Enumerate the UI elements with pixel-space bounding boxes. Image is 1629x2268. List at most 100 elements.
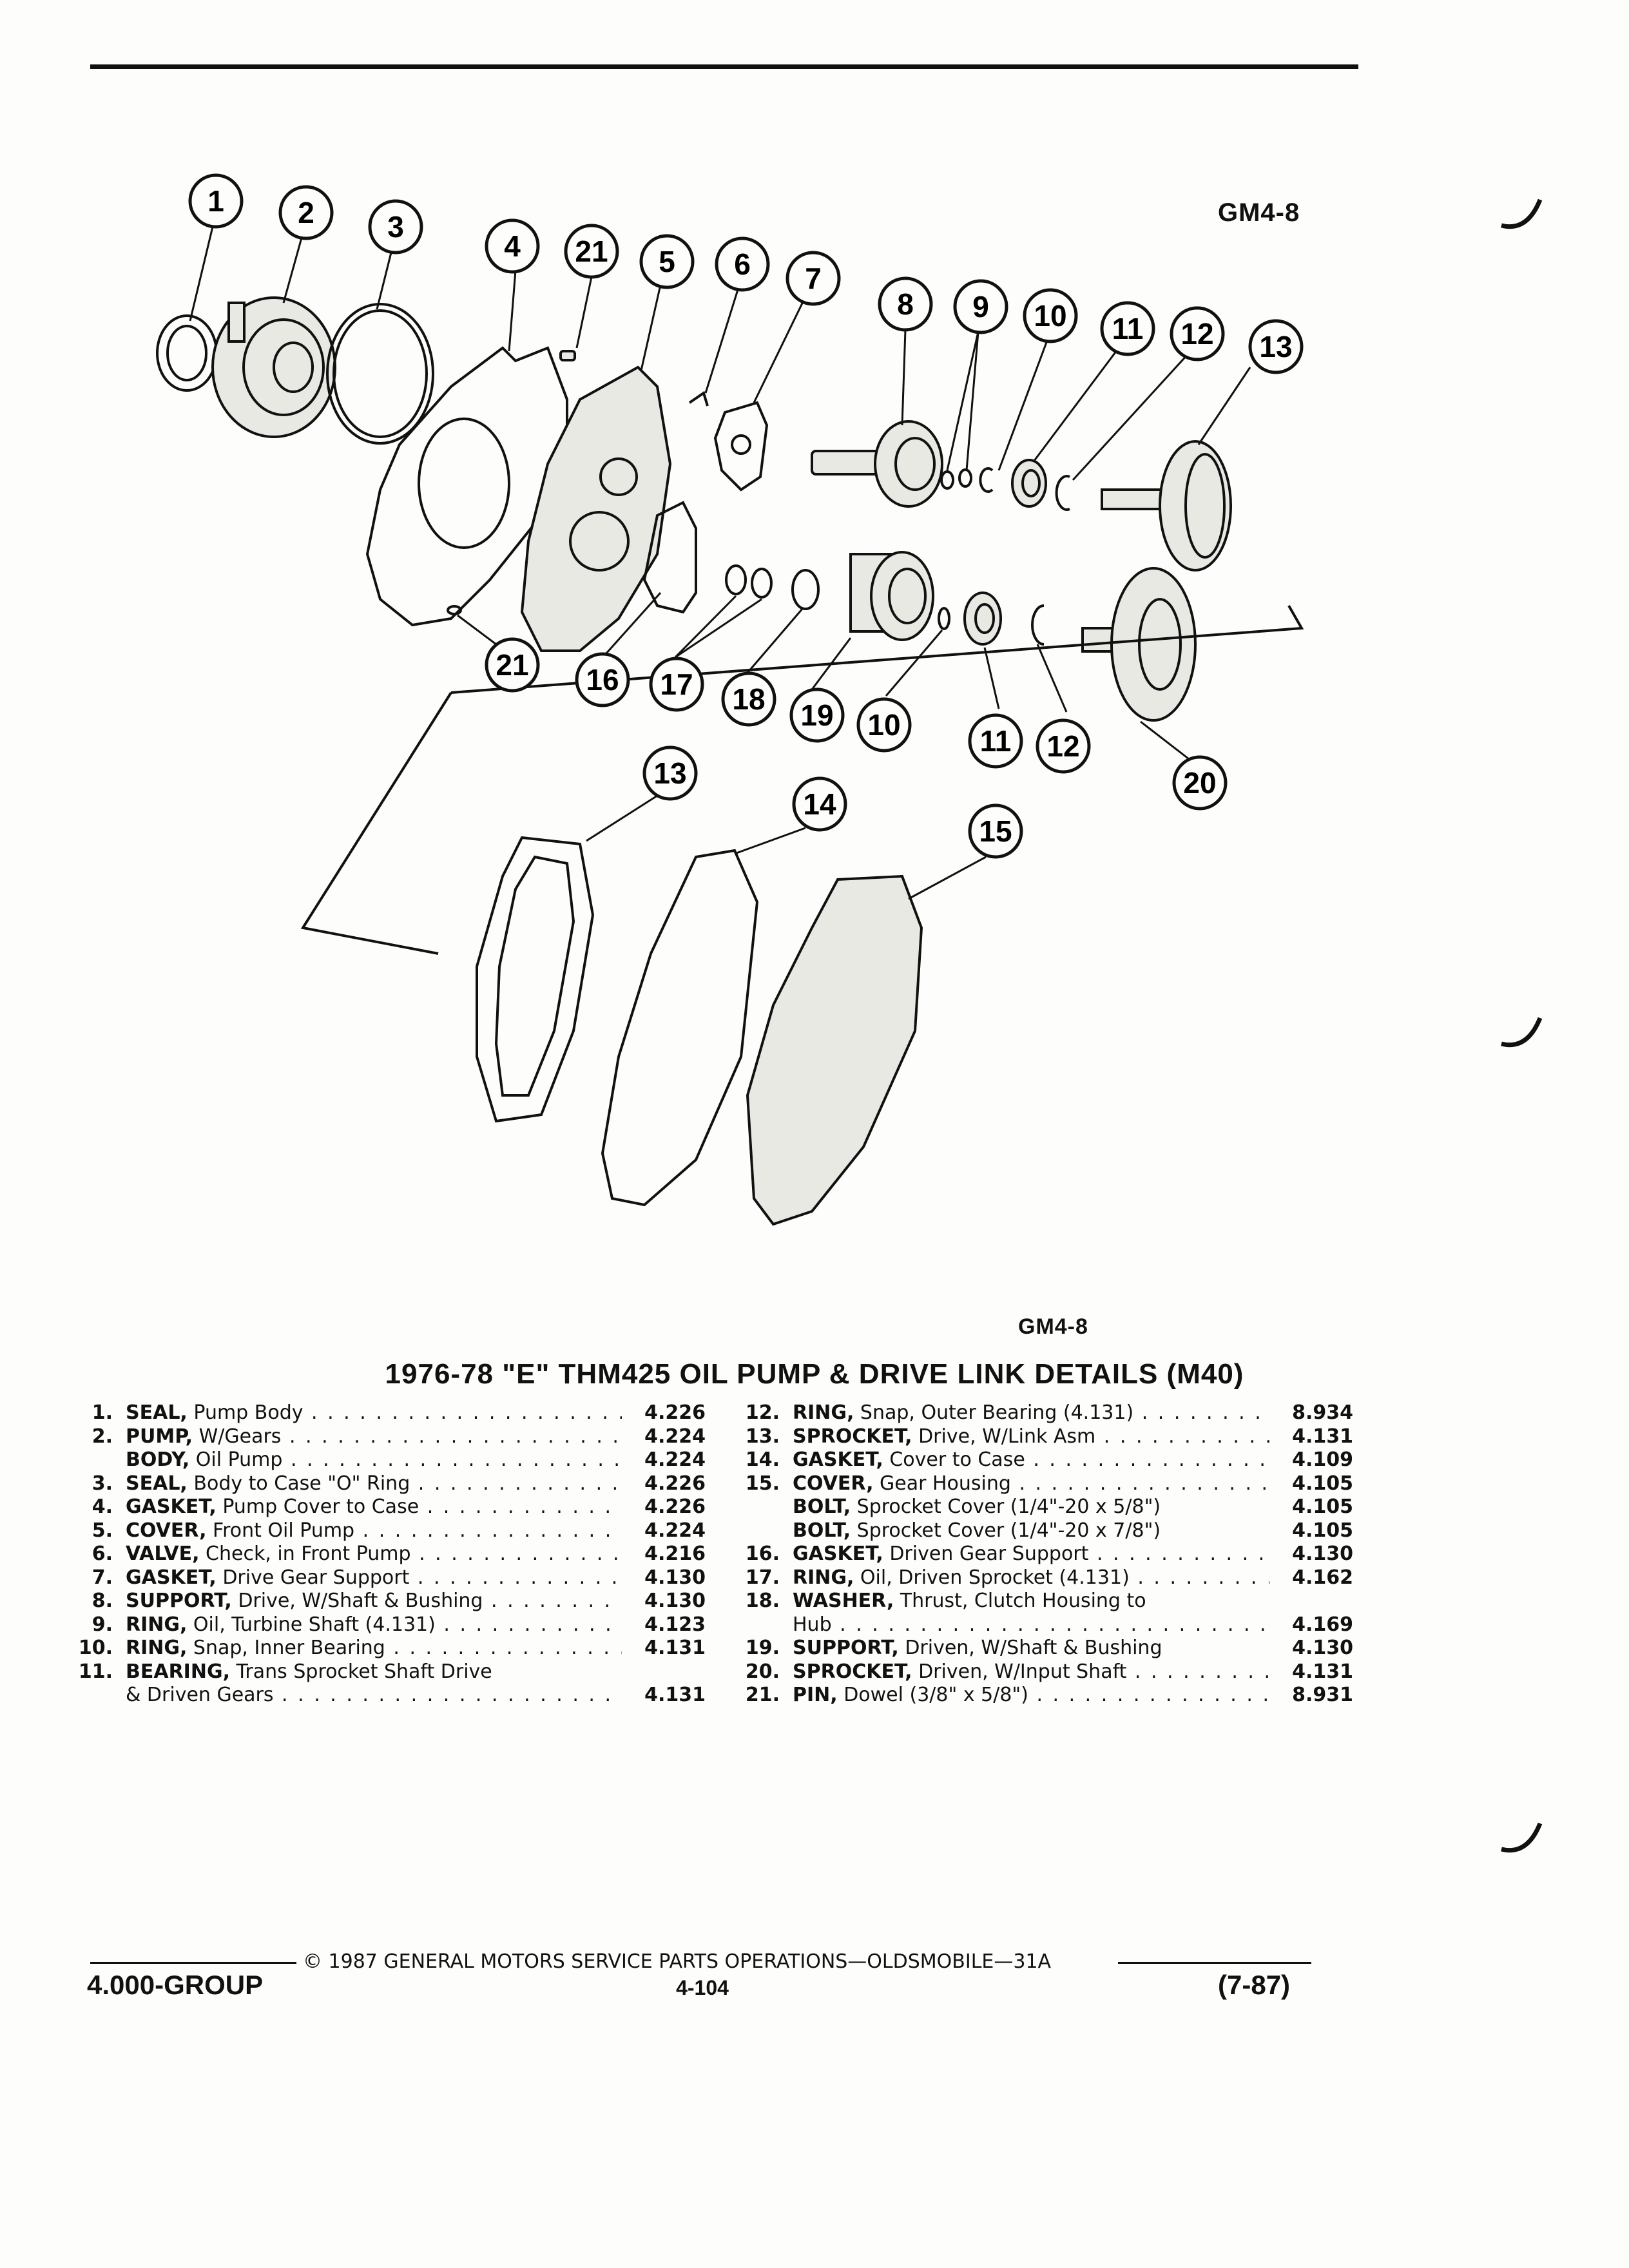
- svg-text:19: 19: [800, 698, 833, 732]
- callout-12: 12: [1170, 306, 1225, 361]
- callout-13: 13: [1248, 319, 1304, 374]
- list-item: 21.PIN, Dowel (3/8" x 5/8") . . . . . . …: [745, 1684, 1353, 1706]
- svg-text:21: 21: [575, 235, 608, 268]
- part-7-gasket: [713, 401, 769, 492]
- page-title: 1976-78 "E" THM425 OIL PUMP & DRIVE LINK…: [385, 1358, 1244, 1390]
- part-15-gear-housing-cover: [746, 874, 923, 1226]
- svg-text:5: 5: [659, 245, 675, 278]
- page-number: 4-104: [676, 1976, 729, 1999]
- list-item: 8.SUPPORT, Drive, W/Shaft & Bushing . . …: [92, 1590, 706, 1612]
- list-item: 4.GASKET, Pump Cover to Case . . . . . .…: [92, 1495, 706, 1518]
- callout-6: 6: [715, 236, 770, 292]
- callout-19: 19: [789, 687, 845, 743]
- list-item: 6.VALVE, Check, in Front Pump . . . . . …: [92, 1542, 706, 1565]
- list-item: 15.COVER, Gear Housing . . . . . . . . .…: [745, 1472, 1353, 1495]
- part-18-thrust-washer: [791, 569, 820, 610]
- svg-text:13: 13: [1259, 330, 1292, 363]
- part-16-gasket: [642, 501, 697, 614]
- part-6-check-valve: [688, 390, 709, 407]
- callout-5: 5: [639, 234, 695, 289]
- callout-13-lower: 13: [642, 745, 698, 801]
- list-item: Hub . . . . . . . . . . . . . . . . . . …: [793, 1613, 1353, 1636]
- figure-ref-top: GM4-8: [1218, 198, 1300, 227]
- callout-8: 8: [878, 276, 933, 332]
- list-item: 7.GASKET, Drive Gear Support . . . . . .…: [92, 1566, 706, 1589]
- part-21-dowel-pin-bottom: [447, 605, 462, 615]
- callouts: 1 2 3 4 21 5 6 7 8 9 10 11 12 13 21 16 1…: [188, 173, 1304, 859]
- svg-text:4: 4: [504, 229, 521, 263]
- part-2-pump: [211, 296, 336, 438]
- svg-text:2: 2: [298, 196, 314, 229]
- part-10-snap-ring-top: [979, 467, 994, 493]
- svg-text:17: 17: [660, 668, 693, 701]
- list-item: 16.GASKET, Driven Gear Support . . . . .…: [745, 1542, 1353, 1565]
- part-1-seal: [156, 314, 218, 392]
- svg-text:15: 15: [979, 814, 1012, 848]
- top-rule: [90, 64, 1358, 69]
- callout-15: 15: [968, 803, 1023, 859]
- svg-text:20: 20: [1183, 766, 1216, 800]
- callout-18: 18: [721, 671, 776, 727]
- callout-10: 10: [1023, 288, 1078, 343]
- callout-17: 17: [649, 657, 704, 712]
- exploded-parts-diagram: 1 2 3 4 21 5 6 7 8 9 10 11 12 13 21 16 1…: [156, 173, 1304, 1226]
- svg-text:7: 7: [805, 262, 822, 295]
- svg-text:8: 8: [897, 287, 914, 321]
- part-13-drive-sprocket: [1101, 440, 1232, 572]
- svg-text:21: 21: [496, 648, 528, 682]
- svg-text:3: 3: [387, 210, 404, 244]
- list-item: 1.SEAL, Pump Body . . . . . . . . . . . …: [92, 1401, 706, 1424]
- parts-list-left: 1.SEAL, Pump Body . . . . . . . . . . . …: [61, 1401, 706, 1707]
- svg-text:10: 10: [867, 708, 900, 742]
- part-11-bearing-bottom: [963, 591, 1002, 646]
- svg-text:16: 16: [586, 663, 619, 697]
- svg-text:12: 12: [1181, 317, 1213, 351]
- footer-group: 4.000-GROUP: [87, 1970, 264, 2000]
- svg-text:6: 6: [734, 247, 751, 281]
- callout-12-lower: 12: [1036, 718, 1091, 774]
- svg-text:12: 12: [1046, 729, 1079, 763]
- part-14-gasket: [601, 849, 759, 1207]
- figure-ref-bottom: GM4-8: [1018, 1314, 1088, 1339]
- callout-3: 3: [368, 199, 423, 255]
- part-8-drive-support: [811, 420, 943, 508]
- callout-21-lower: 21: [485, 637, 540, 693]
- part-21-dowel-pin-top: [559, 350, 576, 361]
- callout-10-lower: 10: [856, 697, 912, 753]
- callout-21: 21: [564, 224, 619, 279]
- part-19-driven-support: [849, 551, 934, 641]
- part-9-oil-rings: [940, 468, 972, 490]
- list-item: BOLT, Sprocket Cover (1/4"-20 x 7/8")4.1…: [793, 1519, 1353, 1542]
- list-item: & Driven Gears . . . . . . . . . . . . .…: [126, 1684, 706, 1706]
- svg-text:14: 14: [803, 787, 836, 821]
- svg-text:11: 11: [980, 724, 1012, 758]
- callout-1: 1: [188, 173, 244, 229]
- svg-text:10: 10: [1034, 299, 1066, 332]
- callout-2: 2: [278, 185, 334, 240]
- list-item: 18.WASHER, Thrust, Clutch Housing to: [745, 1590, 1146, 1612]
- footer-date: (7-87): [1218, 1970, 1291, 2000]
- list-item: BODY, Oil Pump . . . . . . . . . . . . .…: [126, 1448, 706, 1471]
- list-item: BOLT, Sprocket Cover (1/4"-20 x 5/8")4.1…: [793, 1495, 1353, 1518]
- margin-hole-mark-icon: [1501, 1822, 1543, 1853]
- list-item: 5.COVER, Front Oil Pump . . . . . . . . …: [92, 1519, 706, 1542]
- callout-11: 11: [1100, 301, 1155, 356]
- list-item: 12.RING, Snap, Outer Bearing (4.131) . .…: [745, 1401, 1353, 1424]
- part-17-oil-rings: [725, 564, 773, 599]
- callout-4: 4: [485, 218, 540, 274]
- part-11-bearing-top: [1011, 459, 1047, 508]
- parts-list-right: 12.RING, Snap, Outer Bearing (4.131) . .…: [728, 1401, 1353, 1707]
- svg-text:1: 1: [207, 184, 224, 218]
- callout-9: 9: [953, 279, 1008, 334]
- footer-rule-left: [90, 1962, 296, 1964]
- svg-text:9: 9: [972, 290, 989, 323]
- footer-rule-right: [1118, 1962, 1311, 1964]
- leader-lines: [189, 226, 1251, 900]
- list-item: 20.SPROCKET, Driven, W/Input Shaft . . .…: [745, 1660, 1353, 1683]
- part-3-o-ring: [326, 303, 434, 445]
- callout-11-lower: 11: [968, 713, 1023, 769]
- part-5-front-pump-cover: [520, 365, 672, 652]
- part-12-snap-ring-top: [1055, 475, 1070, 511]
- margin-hole-mark-icon: [1501, 198, 1543, 229]
